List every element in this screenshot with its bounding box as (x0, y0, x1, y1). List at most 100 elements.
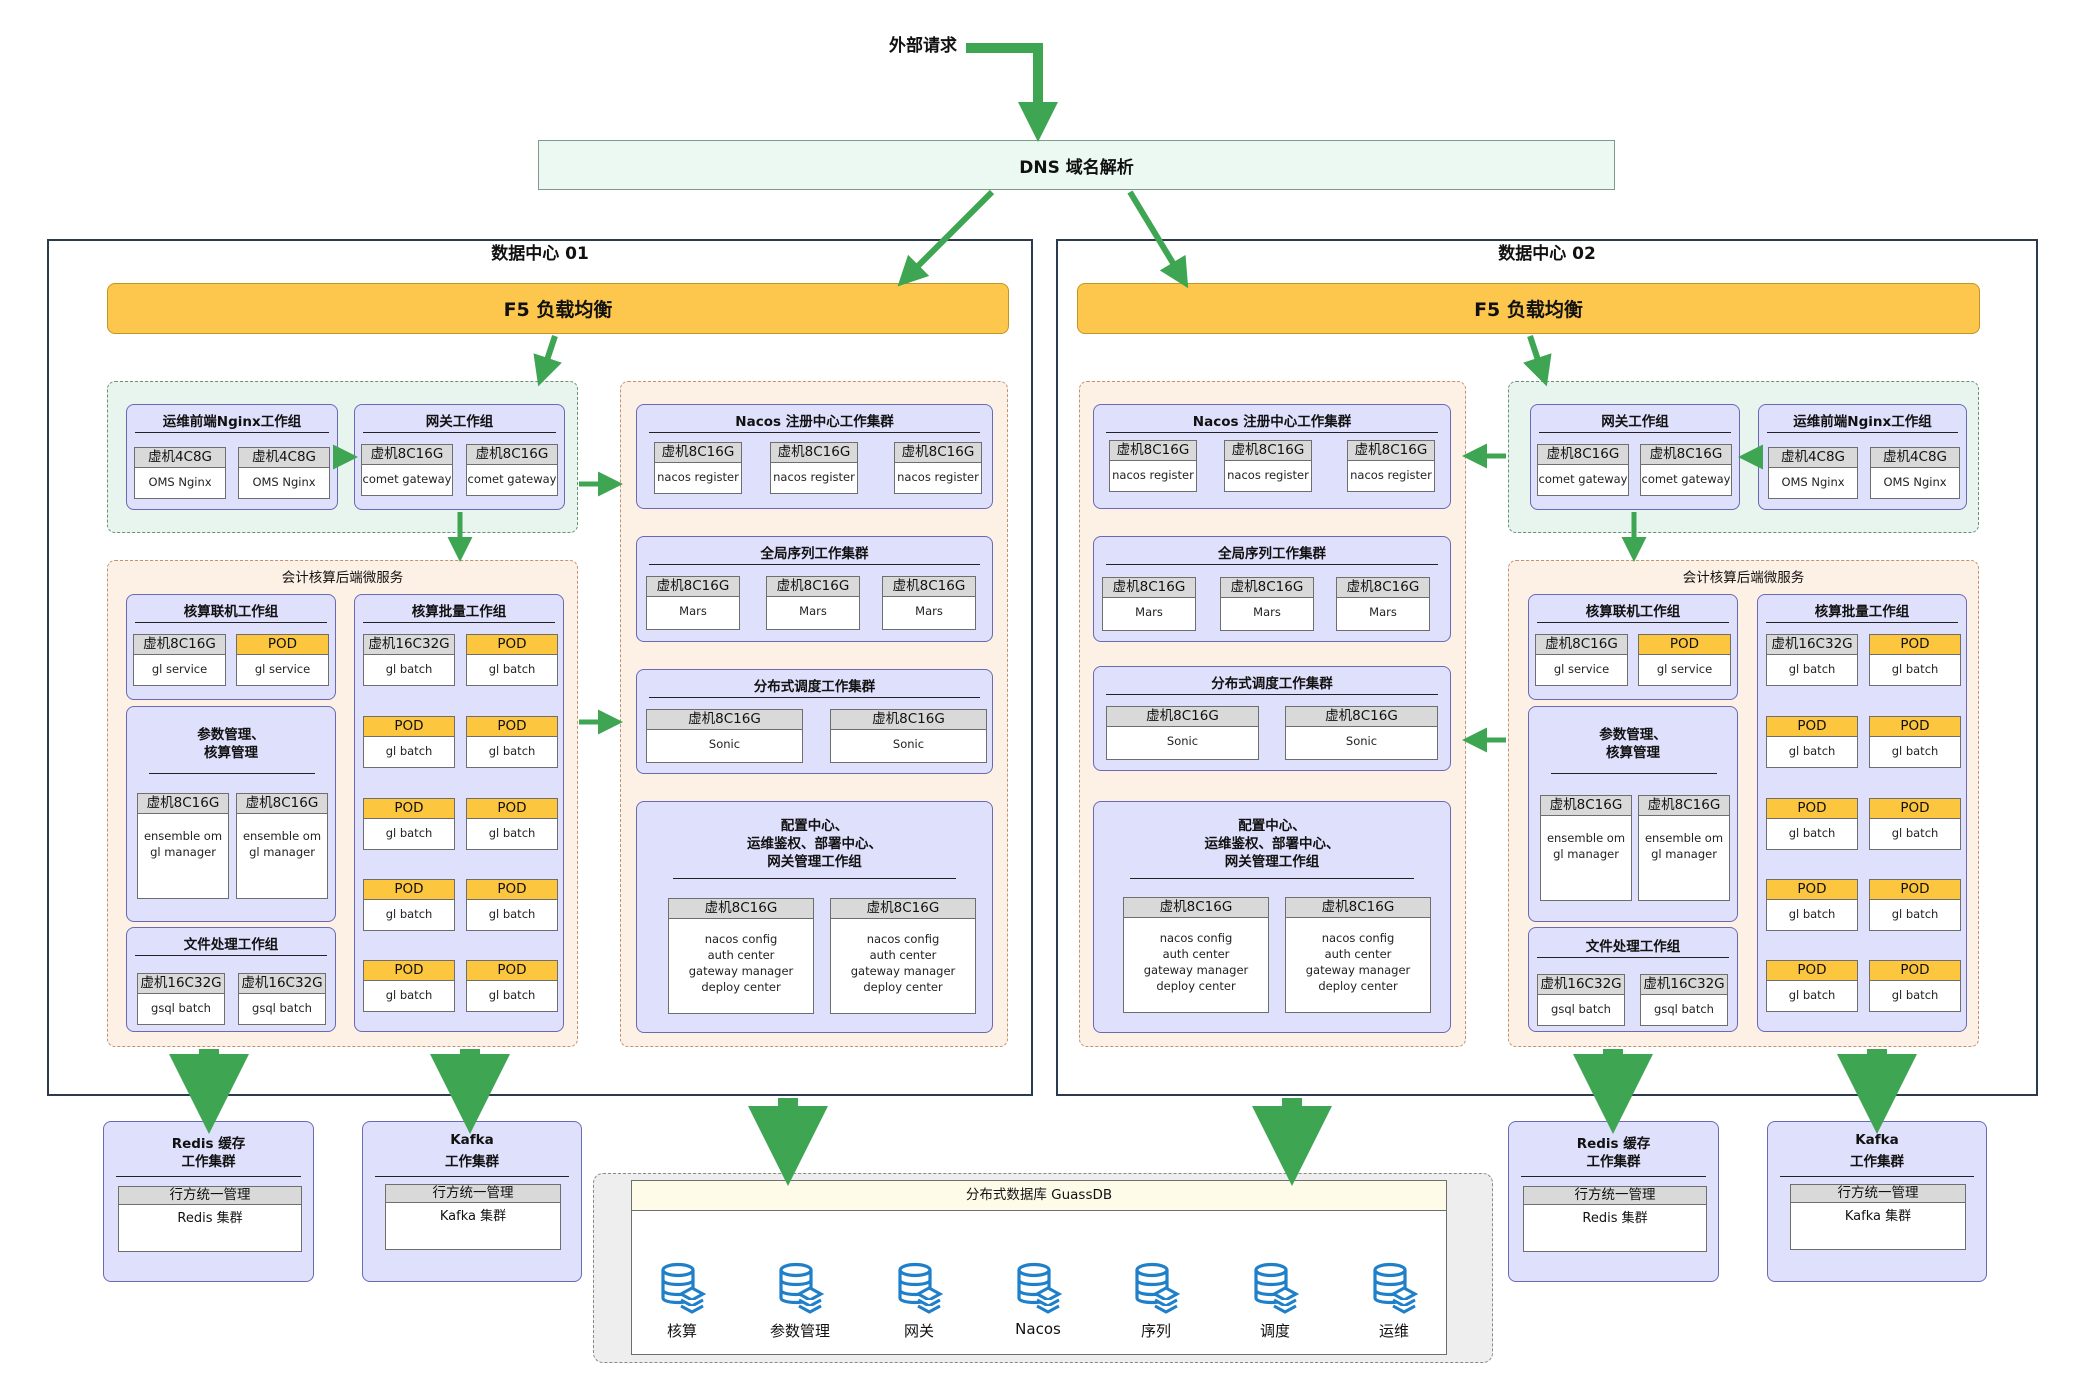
vm-spec: 虚机4C8G (239, 448, 329, 468)
vm-spec: 虚机8C16G (669, 899, 813, 919)
vm-spec: POD (364, 717, 454, 737)
vm-spec: POD (467, 961, 557, 981)
group-title: Nacos 注册中心工作集群 (735, 414, 894, 430)
group-title: 分布式调度工作集群 (753, 679, 876, 695)
group-title: 核算管理 (204, 745, 258, 761)
vm-service-line: gl manager (150, 845, 216, 859)
vm-spec: POD (1870, 799, 1960, 819)
vm-spec: 虚机8C16G (647, 710, 802, 730)
vm-spec: POD (467, 635, 557, 655)
cluster-title: 工作集群 (1850, 1154, 1904, 1170)
group-title: 运维前端Nginx工作组 (1793, 414, 1932, 430)
group-title: 核算联机工作组 (1585, 604, 1681, 620)
vm-service-line: gl manager (1651, 847, 1717, 861)
group-title: 参数管理、 (197, 727, 265, 743)
divider (149, 773, 315, 774)
vm-service: Mars (915, 604, 943, 618)
vm-service-line: deploy center (701, 980, 781, 994)
f5-load-balancer-02: F5 负载均衡 (1077, 283, 1980, 334)
gaussdb-title: 分布式数据库 GuassDB (632, 1181, 1446, 1211)
group-title: 文件处理工作组 (1585, 939, 1681, 955)
vm-service-line: ensemble om (242, 829, 322, 843)
vm-service: gl batch (1788, 662, 1836, 676)
group-title: 网关管理工作组 (1224, 854, 1320, 870)
vm-service: nacos register (773, 470, 855, 484)
vm-service: comet gateway (1538, 472, 1628, 486)
vm-service: Mars (1253, 605, 1281, 619)
backend-title: 会计核算后端微服务 (1682, 570, 1805, 586)
database-label: Nacos (1015, 1320, 1061, 1338)
vm-spec: 虚机8C16G (647, 577, 739, 597)
vm-service: gl batch (488, 744, 536, 758)
vm-service: Mars (799, 604, 827, 618)
divider (1106, 694, 1438, 695)
database-item: 核算 (652, 1262, 712, 1341)
vm-service: gl batch (1891, 662, 1939, 676)
vm-spec: 虚机8C16G (1286, 707, 1437, 727)
vm-service: gl batch (1891, 744, 1939, 758)
vm-spec: 虚机8C16G (1641, 445, 1731, 465)
group-title: 参数管理、 (1599, 727, 1667, 743)
vm-spec: 虚机8C16G (1110, 441, 1196, 461)
vm-service: nacos register (1227, 468, 1309, 482)
vm-spec: POD (1870, 880, 1960, 900)
vm-spec: 虚机8C16G (1221, 578, 1313, 598)
database-label: 序列 (1140, 1322, 1171, 1340)
divider (363, 622, 555, 623)
vm-spec: POD (1767, 880, 1857, 900)
vm-service: gl batch (488, 988, 536, 1002)
vm-spec: POD (1767, 799, 1857, 819)
cluster-title: Redis 缓存 (171, 1136, 246, 1152)
vm-service-line: ensemble om (1644, 831, 1724, 845)
vm-box: POD gl batch (466, 960, 558, 1012)
list-body: Kafka 集群 (1844, 1209, 1912, 1224)
vm-spec: POD (467, 799, 557, 819)
vm-box: 虚机8C16G nacos register (1224, 440, 1312, 492)
group-title: 运维鉴权、部署中心、 (747, 836, 882, 852)
vm-service: Sonic (892, 737, 925, 751)
database-item: Nacos (1008, 1262, 1068, 1338)
vm-service: gl batch (385, 826, 433, 840)
list-header: 行方统一管理 (119, 1187, 301, 1205)
vm-spec: 虚机8C16G (1337, 578, 1429, 598)
vm-service: OMS Nginx (1883, 475, 1947, 489)
datacenter-02 (1056, 239, 2038, 1096)
backend-title: 会计核算后端微服务 (281, 570, 404, 586)
group-title: 核算批量工作组 (411, 604, 507, 620)
group-title: 运维鉴权、部署中心、 (1204, 836, 1340, 852)
vm-service-line: nacos config (704, 932, 778, 946)
cluster-title: 工作集群 (181, 1154, 236, 1170)
vm-service: gl batch (1891, 826, 1939, 840)
gaussdb-box: 分布式数据库 GuassDB (631, 1180, 1447, 1355)
vm-spec: 虚机8C16G (1225, 441, 1311, 461)
vm-service-line: gateway manager (688, 964, 794, 978)
database-item: 参数管理 (770, 1262, 830, 1341)
vm-service: Sonic (1166, 734, 1199, 748)
vm-spec: 虚机16C32G (138, 974, 224, 994)
group-title: 配置中心、 (780, 818, 849, 834)
divider (135, 432, 329, 433)
database-label: 运维 (1378, 1322, 1409, 1340)
